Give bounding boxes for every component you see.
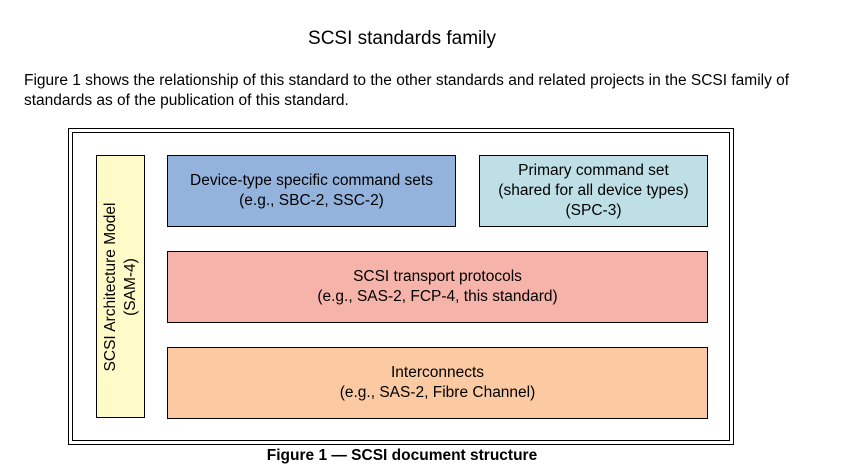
figure-caption: Figure 1 — SCSI document structure bbox=[266, 447, 538, 464]
device-type-command-sets-box: Device-type specific command sets (e.g.,… bbox=[167, 155, 456, 227]
sam-box: SCSI Architecture Model (SAM-4) bbox=[96, 155, 145, 418]
primary-standard: (SPC-3) bbox=[565, 202, 622, 219]
device-type-title: Device-type specific command sets bbox=[190, 172, 433, 189]
sam-title: SCSI Architecture Model bbox=[101, 202, 119, 371]
sam-box-text: SCSI Architecture Model (SAM-4) bbox=[101, 157, 141, 417]
transport-protocols-box: SCSI transport protocols (e.g., SAS-2, F… bbox=[167, 251, 708, 323]
diagram-outer-frame bbox=[68, 128, 734, 445]
sam-subtitle: (SAM-4) bbox=[121, 257, 139, 316]
intro-paragraph: Figure 1 shows the relationship of this … bbox=[24, 72, 790, 109]
interconnects-examples: (e.g., SAS-2, Fibre Channel) bbox=[339, 384, 536, 401]
primary-command-set-box: Primary command set (shared for all devi… bbox=[479, 155, 708, 227]
interconnects-title: Interconnects bbox=[390, 364, 485, 381]
transport-title: SCSI transport protocols bbox=[353, 268, 522, 285]
interconnects-box: Interconnects (e.g., SAS-2, Fibre Channe… bbox=[167, 347, 708, 419]
primary-description: (shared for all device types) bbox=[498, 182, 689, 199]
transport-examples: (e.g., SAS-2, FCP-4, this standard) bbox=[317, 288, 558, 305]
device-type-examples: (e.g., SBC-2, SSC-2) bbox=[239, 192, 384, 209]
primary-title: Primary command set bbox=[518, 162, 669, 179]
section-heading: SCSI standards family bbox=[308, 28, 496, 49]
diagram-inner-frame bbox=[72, 132, 730, 441]
